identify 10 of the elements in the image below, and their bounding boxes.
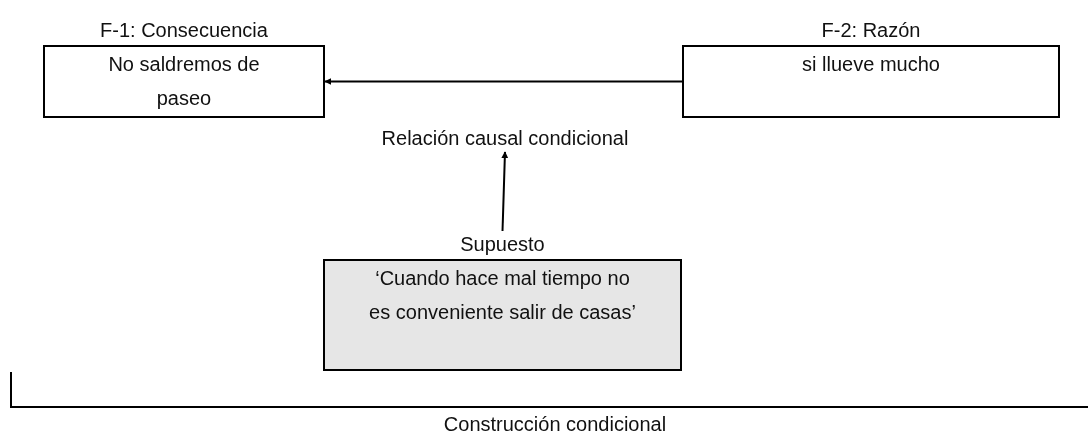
box-heading: F-1: Consecuencia bbox=[99, 18, 269, 43]
box-text: si llueve mucho bbox=[802, 52, 940, 77]
relation-label: Relación causal condicional bbox=[340, 124, 670, 152]
box-heading: Supuesto bbox=[459, 232, 546, 257]
box-heading: F-2: Razón bbox=[820, 18, 922, 43]
arrow bbox=[324, 78, 683, 85]
box-text: No saldremos de paseo bbox=[107, 52, 261, 111]
box-text: ‘Cuando hace mal tiempo no es conveniente salir de casas’ bbox=[368, 266, 637, 325]
bracket-label: Construcción condicional bbox=[442, 412, 668, 437]
arrow bbox=[501, 151, 509, 232]
